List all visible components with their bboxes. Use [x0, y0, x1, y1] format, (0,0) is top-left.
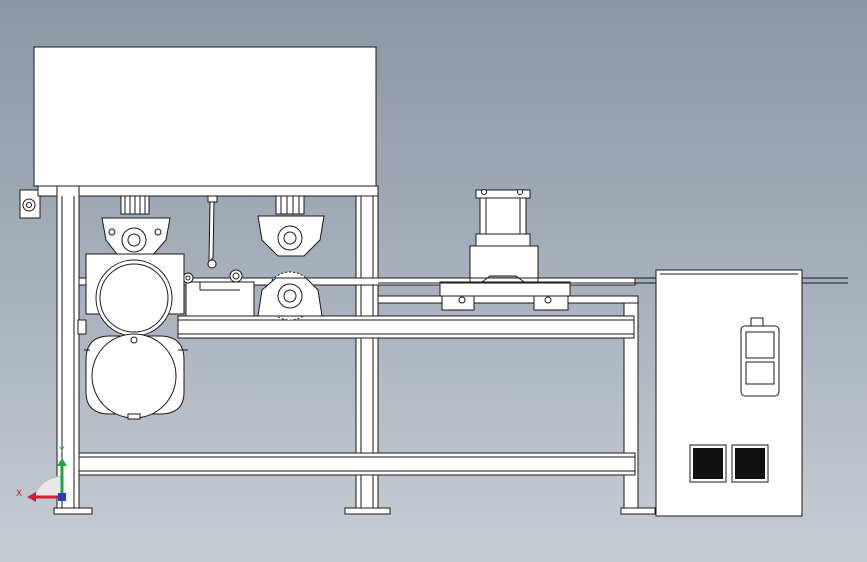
left-bracket-roller [19, 189, 41, 219]
main-frame [37, 185, 656, 515]
small-block [182, 269, 255, 317]
coordinate-triad: X Y [16, 446, 67, 502]
pendant-controller[interactable] [740, 317, 780, 397]
gear-motor [77, 253, 188, 420]
roller-assembly-2 [257, 195, 325, 257]
control-cabinet [655, 269, 803, 517]
roller-assembly-1 [101, 195, 171, 259]
press-cylinder-unit [439, 189, 571, 311]
top-hopper-box [33, 46, 377, 187]
roller-assembly-3 [257, 271, 323, 321]
axis-y-label: Y [58, 446, 65, 456]
axis-x-label: X [16, 489, 22, 499]
sensor-arm [207, 195, 218, 269]
cabinet-windows [689, 444, 769, 483]
